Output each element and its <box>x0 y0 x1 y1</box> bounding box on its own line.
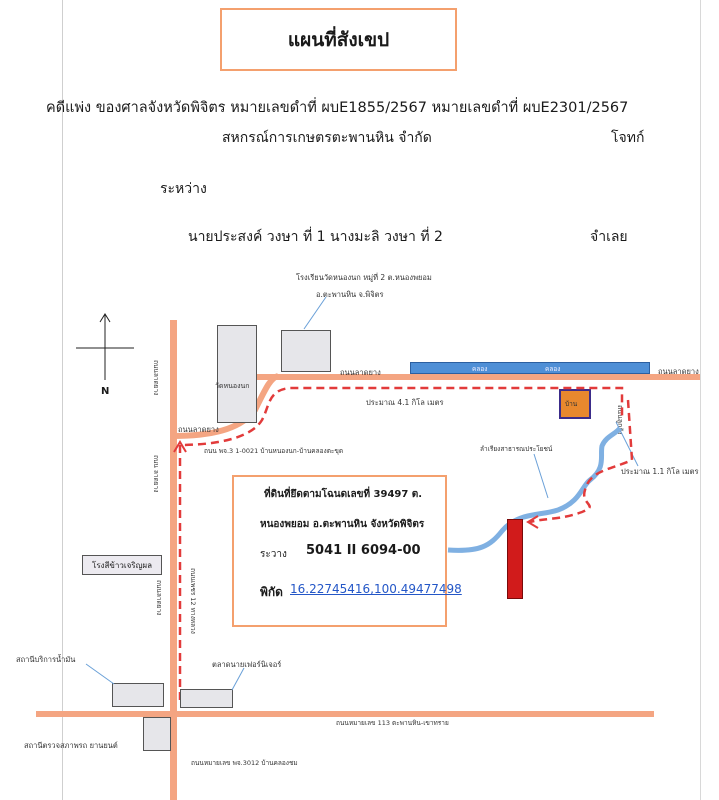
between-label: ระหว่าง <box>160 181 207 197</box>
coord-prefix: พิกัด <box>260 585 283 599</box>
north-label: N <box>101 386 110 397</box>
case-line: คดีแพ่ง ของศาลจังหวัดพิจิตร หมายเลขดำที่… <box>46 100 629 116</box>
house-label: บ้าน <box>565 400 578 408</box>
canal-khlong <box>410 362 650 374</box>
distance-side: ประมาณ 1.1 กิโล เมตร <box>621 467 699 476</box>
market-building <box>180 689 233 708</box>
defendants: นายประสงค์ วงษา ที่ 1 นางมะลิ วงษา ที่ 2 <box>188 229 443 245</box>
school-sub-label: อ.ตะพานหิน จ.พิจิตร <box>316 290 384 299</box>
inspection-station-label: สถานีตรวจสภาพรถ ยานยนต์ <box>24 741 118 750</box>
school-label: โรงเรียนวัดหนองนก หมู่ที่ 2 ต.หนองพยอม <box>296 273 432 282</box>
school-pointer <box>303 296 327 330</box>
coord-link[interactable]: 16.22745416,100.49477498 <box>290 582 462 596</box>
target-land-plot <box>507 519 523 599</box>
market-label: ตลาดนายเฟอร์นิเจอร์ <box>212 660 282 669</box>
rice-mill-building: โรงสีข้าวเจริญผล <box>82 555 162 575</box>
road-route-label: ถนน พจ.3 1-0021 บ้านหนองนก-บ้านคลองตะขุด <box>204 447 344 455</box>
market-pointer <box>231 667 245 691</box>
road-label-curve: ถนนลาดยาง <box>178 425 219 434</box>
road-bottom-113 <box>36 711 654 717</box>
road-label-right: ถนนลาดยาง <box>658 367 699 376</box>
road-top-asphalt <box>248 374 700 380</box>
road-vertical-main <box>170 320 177 800</box>
land-info-box: ที่ดินที่ยึดตามโฉนดเลขที่ 39497 ต. หนองพ… <box>232 475 462 627</box>
bottom-road-2-label: ถนนหมายเลข พจ.3012 บ้านคลองชม <box>191 759 298 767</box>
page-edge-right <box>700 0 701 800</box>
zone-prefix: ระวาง <box>260 549 287 560</box>
public-canal-pointer <box>533 453 549 499</box>
info-line-2: หนองพยอม อ.ตะพานหิน จังหวัดพิจิตร <box>260 519 425 530</box>
north-arrow-icon <box>76 313 134 380</box>
house-marker <box>559 389 591 419</box>
defendant-role: จำเลย <box>590 229 628 245</box>
gas-station-pointer <box>85 663 115 685</box>
plaintiff: สหกรณ์การเกษตรตะพานหิน จำกัด <box>222 130 432 146</box>
temple-building <box>217 325 257 423</box>
canal-label: คลอง <box>472 365 488 373</box>
canal-label-2: คลอง <box>545 365 561 373</box>
zone-value: 5041 II 6094-00 <box>306 543 421 558</box>
distance-main: ประมาณ 4.1 กิโล เมตร <box>366 398 444 407</box>
map-title: แผนที่สังเขป <box>220 8 457 71</box>
road-label-top: ถนนลาดยาง <box>340 368 381 377</box>
bottom-road-label: ถนนหมายเลข 113 ตะพานหิน-เขาทราย <box>336 719 449 727</box>
stream-and-route <box>447 426 623 553</box>
temple-label: วัดหนองนก <box>215 382 250 390</box>
public-canal-label: ลำเรียงสาธารณประโยชน์ <box>480 445 553 453</box>
plaintiff-role: โจทก์ <box>611 130 645 146</box>
inspection-station-building <box>143 717 171 751</box>
gas-station-building <box>112 683 164 707</box>
school-building <box>281 330 331 372</box>
info-line-1: ที่ดินที่ยึดตามโฉนดเลขที่ 39497 ต. <box>264 489 423 500</box>
page-edge-left <box>62 0 63 800</box>
gas-station-label: สถานีบริการน้ำมัน <box>16 655 76 664</box>
